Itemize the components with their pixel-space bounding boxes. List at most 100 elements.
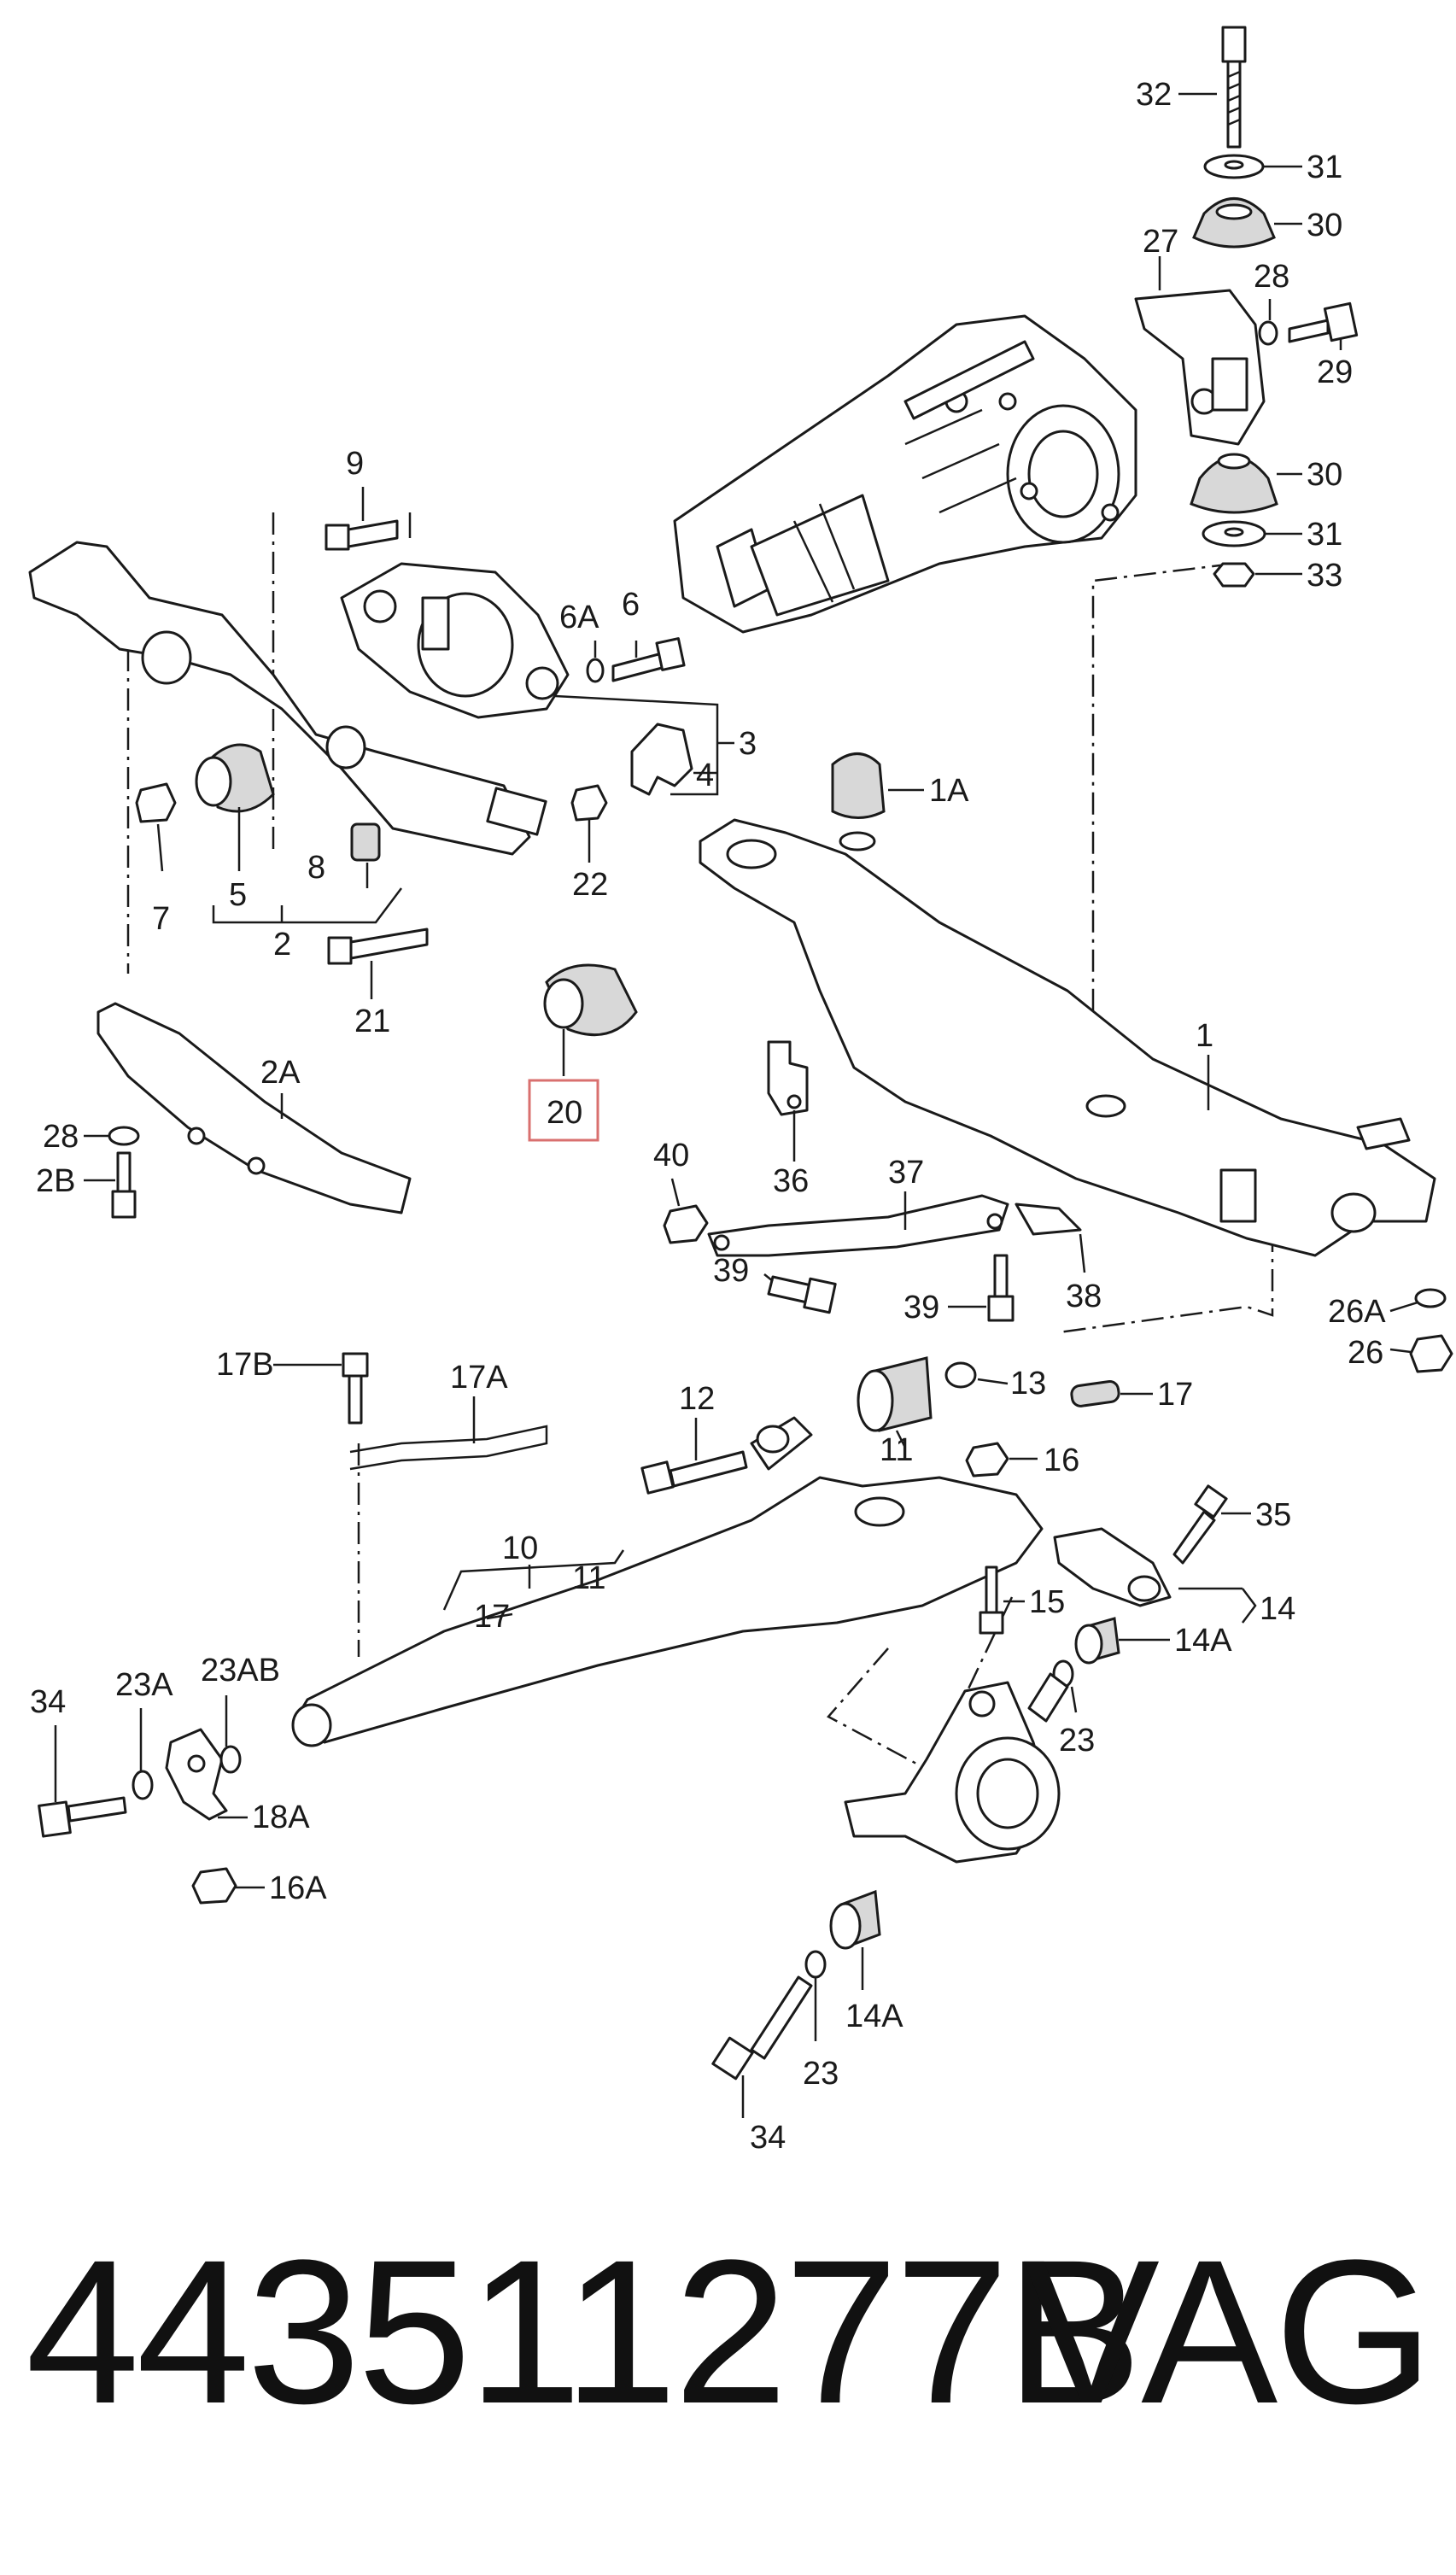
washer-31-upper	[1203, 154, 1265, 179]
callout-1A: 1A	[929, 773, 969, 809]
callout-23: 23	[1059, 1723, 1095, 1759]
callout-37: 37	[888, 1155, 924, 1191]
bush-14A-lower	[829, 1889, 881, 1950]
mount-bracket-27	[1134, 289, 1266, 446]
callout-23A: 23A	[115, 1667, 173, 1703]
bracket-36	[767, 1040, 809, 1116]
footer: 443511277B VAG	[26, 2203, 1434, 2485]
callout-1: 1	[1196, 1018, 1213, 1054]
callout-6: 6	[622, 587, 640, 623]
callout-17B: 17B	[216, 1347, 274, 1383]
callout-30: 30	[1307, 208, 1342, 243]
callout-26A: 26A	[1328, 1294, 1386, 1330]
differential-bracket	[340, 562, 570, 719]
washer-23A	[132, 1770, 154, 1800]
washer-28-upper	[1258, 320, 1278, 346]
callout-22: 22	[572, 867, 608, 903]
callout-15: 15	[1029, 1584, 1065, 1620]
nut-40	[663, 1204, 709, 1244]
bracket-2A	[96, 1002, 412, 1214]
rear-crossmember-2	[28, 541, 547, 856]
buffer-8	[350, 822, 381, 862]
washer-26A	[1414, 1288, 1447, 1308]
callout-39: 39	[713, 1253, 749, 1289]
callout-2: 2	[273, 927, 291, 963]
callout-13: 13	[1010, 1366, 1046, 1402]
callout-35: 35	[1255, 1497, 1291, 1533]
callout-16A: 16A	[269, 1870, 327, 1906]
callout-30: 30	[1307, 457, 1342, 493]
wheel-hub-carrier	[844, 1672, 1069, 1864]
brand-name: VAG	[1022, 2217, 1434, 2446]
callout-31: 31	[1307, 517, 1342, 553]
callout-29: 29	[1317, 354, 1353, 390]
bolt-34-lower	[711, 1975, 813, 2080]
callout-28: 28	[43, 1119, 79, 1155]
callout-28: 28	[1254, 259, 1289, 295]
callout-16: 16	[1044, 1443, 1079, 1478]
bolt-35	[1172, 1484, 1228, 1565]
highlight-box-20	[528, 1079, 599, 1142]
exploded-parts-diagram: 32 31 30 27 28 29 30 31 33 9 6A 6 3 4 1A…	[28, 26, 1453, 2156]
bolt-39-left	[767, 1275, 837, 1314]
rubber-mount-30-upper	[1192, 197, 1276, 249]
bolt-34-upper	[38, 1796, 127, 1838]
buffer-1A	[831, 752, 886, 852]
callout-23: 23	[803, 2056, 839, 2092]
bolt-9	[325, 519, 399, 551]
callout-32: 32	[1136, 77, 1172, 113]
callout-3: 3	[739, 726, 757, 762]
bush-5	[195, 743, 275, 813]
callout-38: 38	[1066, 1279, 1102, 1314]
mounting-bracket-18A	[165, 1728, 228, 1821]
callout-17: 17	[1157, 1377, 1193, 1413]
callout-4: 4	[696, 758, 714, 793]
bolt-2B	[111, 1151, 137, 1219]
nut-7	[135, 782, 177, 823]
callout-10: 10	[502, 1530, 538, 1566]
bolt-21	[327, 928, 429, 965]
callout-18A: 18A	[252, 1800, 310, 1835]
trailing-arm-10	[291, 1416, 1044, 1747]
callout-11: 11	[572, 1560, 605, 1596]
brake-line-17A	[349, 1425, 548, 1471]
part-number: 443511277B	[26, 2217, 1143, 2446]
callout-17A: 17A	[450, 1360, 508, 1396]
callout-14A: 14A	[845, 1999, 903, 2034]
callout-36: 36	[773, 1163, 809, 1199]
callout-39: 39	[903, 1290, 939, 1326]
callout-7: 7	[152, 901, 170, 937]
washer-13	[944, 1361, 977, 1389]
callout-40: 40	[653, 1138, 689, 1173]
differential-housing	[673, 314, 1137, 634]
washer-23-lower	[804, 1950, 827, 1979]
bush-11	[857, 1356, 933, 1432]
callout-14: 14	[1260, 1591, 1295, 1627]
callout-8: 8	[307, 850, 325, 886]
callout-21: 21	[354, 1004, 390, 1039]
washer-28-lower	[108, 1126, 140, 1146]
bolt-29	[1288, 301, 1359, 343]
callout-33: 33	[1307, 558, 1342, 594]
callout-23AB: 23AB	[201, 1653, 280, 1688]
mount-bolt-32	[1221, 26, 1247, 149]
nut-16	[965, 1442, 1009, 1478]
bracket-38	[1015, 1203, 1082, 1236]
callout-14A: 14A	[1174, 1623, 1232, 1659]
callout-31: 31	[1307, 149, 1342, 185]
leader-lines	[54, 92, 1418, 2118]
buffer-17	[1070, 1380, 1120, 1407]
washer-23AB	[219, 1745, 242, 1774]
callout-12: 12	[679, 1381, 715, 1417]
nut-33	[1213, 562, 1255, 588]
callout-26: 26	[1348, 1335, 1383, 1371]
nut-22	[570, 784, 608, 822]
nut-26	[1409, 1334, 1453, 1373]
bolt-39-right	[987, 1254, 1015, 1322]
bolt-15	[979, 1565, 1004, 1635]
strut-37	[707, 1194, 1009, 1257]
bush-14A-upper	[1074, 1617, 1120, 1665]
bracket-14	[1053, 1527, 1172, 1607]
subframe-1	[699, 818, 1436, 1257]
callout-17: 17	[474, 1599, 510, 1635]
